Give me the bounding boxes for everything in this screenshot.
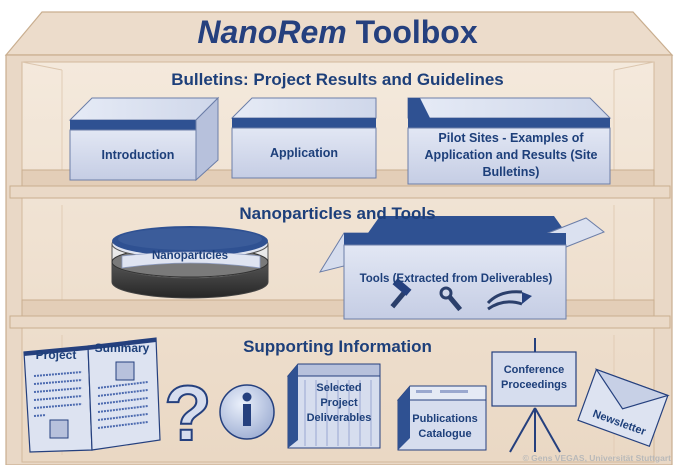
bulletins-heading: Bulletins: Project Results and Guideline… bbox=[171, 70, 504, 89]
book-left-label: Project bbox=[35, 348, 77, 362]
title-rest: Toolbox bbox=[346, 14, 478, 50]
svg-text:?: ? bbox=[164, 369, 212, 457]
nanoparticles-label[interactable]: Nanoparticles bbox=[151, 250, 229, 262]
conference-easel[interactable] bbox=[491, 338, 577, 453]
deliverables-label[interactable]: Selected Project Deliverables bbox=[306, 382, 372, 424]
question-mark-icon[interactable]: ? bbox=[163, 368, 213, 458]
page-title: NanoRem Toolbox bbox=[0, 14, 675, 51]
shelf-board-2 bbox=[9, 299, 671, 329]
pilot-sites-box[interactable] bbox=[407, 97, 612, 185]
introduction-box[interactable] bbox=[68, 96, 220, 182]
introduction-label[interactable]: Introduction bbox=[101, 148, 175, 162]
pliers-icon bbox=[486, 290, 532, 311]
deliverables-binder[interactable] bbox=[286, 363, 381, 449]
supporting-info-heading: Supporting Information bbox=[243, 337, 432, 356]
nanoparticles-tools-heading: Nanoparticles and Tools bbox=[239, 204, 436, 223]
copyright-notice: © Gens VEGAS, Universität Stuttgart bbox=[522, 453, 671, 463]
book-right-label: Summary bbox=[94, 341, 150, 355]
project-summary-book[interactable] bbox=[23, 337, 161, 453]
pilot-sites-label[interactable]: Pilot Sites - Examples of Application an… bbox=[424, 131, 598, 179]
hammer-icon bbox=[390, 278, 412, 309]
publications-catalogue[interactable] bbox=[396, 385, 487, 451]
application-box[interactable] bbox=[230, 97, 377, 179]
title-italic: NanoRem bbox=[197, 14, 347, 50]
application-label[interactable]: Application bbox=[269, 146, 339, 160]
conference-label[interactable]: Conference Proceedings bbox=[500, 364, 568, 391]
wrench-icon bbox=[439, 286, 463, 312]
tools-label[interactable]: Tools (Extracted from Deliverables) bbox=[359, 273, 553, 285]
publications-label[interactable]: Publications Catalogue bbox=[412, 413, 478, 440]
info-icon[interactable] bbox=[219, 384, 275, 440]
newsletter-envelope[interactable] bbox=[577, 368, 670, 448]
nanoparticles-jar[interactable] bbox=[111, 226, 269, 299]
